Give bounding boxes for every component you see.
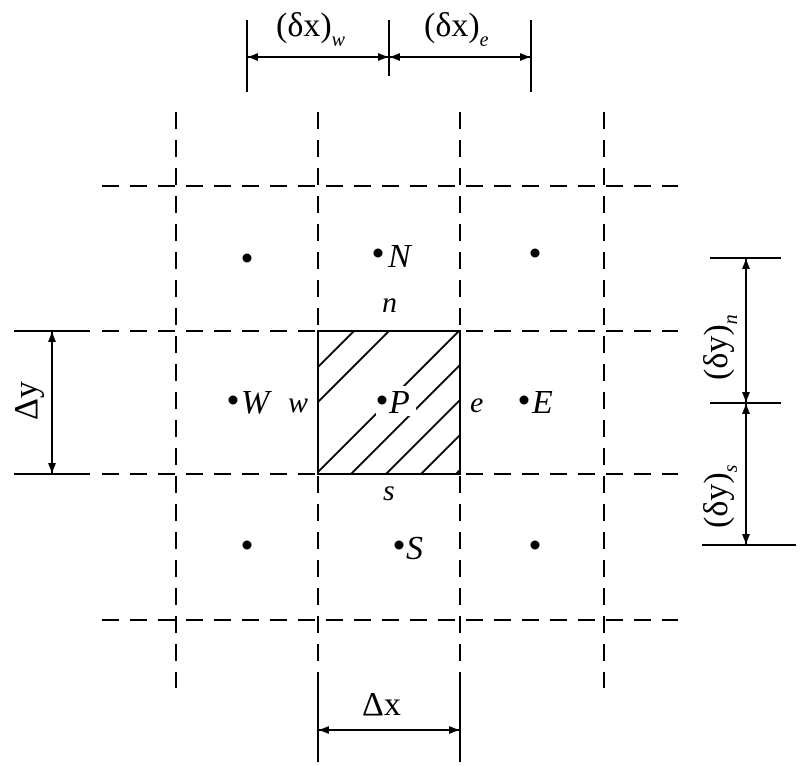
node-N [373,248,383,258]
node-P [377,395,387,405]
label-face-s: s [383,474,395,507]
label-P: P [388,384,410,421]
label-W: W [241,384,272,421]
label-Dy: Δy [8,381,45,420]
label-Dx: Δx [362,686,401,723]
label-dy-s: (δy)s [698,464,742,528]
label-E: E [531,384,553,421]
label-face-n: n [382,286,397,319]
label-face-w: w [288,386,308,419]
node-ne [530,248,540,258]
node-se [530,540,540,550]
label-N: N [387,238,413,275]
node-W [228,395,238,405]
label-face-e: e [470,386,483,419]
dimension-dx-top [246,20,532,92]
node-nw [242,253,252,263]
node-sw [242,540,252,550]
dimension-dy-right [702,257,796,546]
label-dy-n: (δy)n [698,314,742,380]
dimension-Dx-bottom [317,688,461,762]
node-E [519,395,529,405]
label-S: S [406,530,423,567]
grid-nodes [228,248,540,550]
label-dx-e: (δx)e [424,7,489,51]
dimension-Dy-left [14,330,90,475]
node-S [394,540,404,550]
label-dx-w: (δx)w [276,7,346,51]
